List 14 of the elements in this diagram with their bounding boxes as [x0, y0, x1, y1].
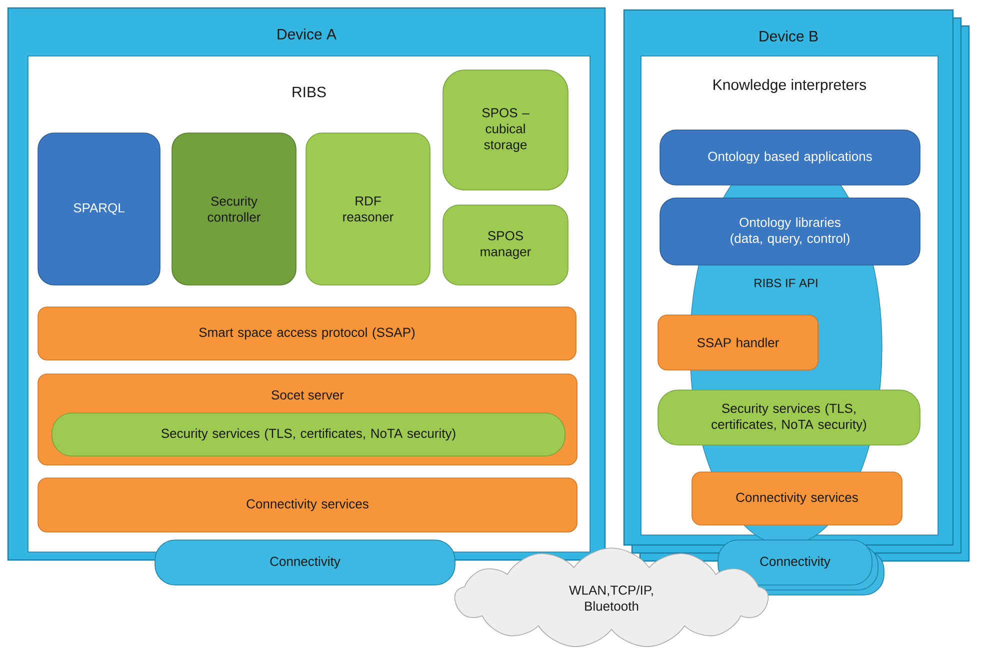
- storage-cylinder: SPOS – cubical storage: [442, 70, 568, 190]
- component-box: Ontology libraries (data, query, control): [660, 198, 920, 266]
- service-pill: Security services (TLS, certificates, NoTA security): [658, 390, 920, 446]
- component-box: SSAP handler: [658, 314, 818, 370]
- service-pill: Security services (TLS, certificates, NoTA security): [52, 412, 566, 456]
- component-box: SPARQL: [38, 132, 160, 286]
- component-box: Security controller: [172, 132, 296, 286]
- component-box: SPOS manager: [442, 204, 568, 286]
- layer-bar: Smart space access protocol (SSAP): [38, 306, 576, 360]
- component-box: Connectivity services: [692, 472, 902, 526]
- component-box: RDF reasoner: [306, 132, 430, 286]
- component-box: Ontology based applications: [660, 130, 920, 186]
- layer-bar: Connectivity services: [38, 478, 578, 532]
- connectivity-pill: Connectivity: [154, 540, 456, 586]
